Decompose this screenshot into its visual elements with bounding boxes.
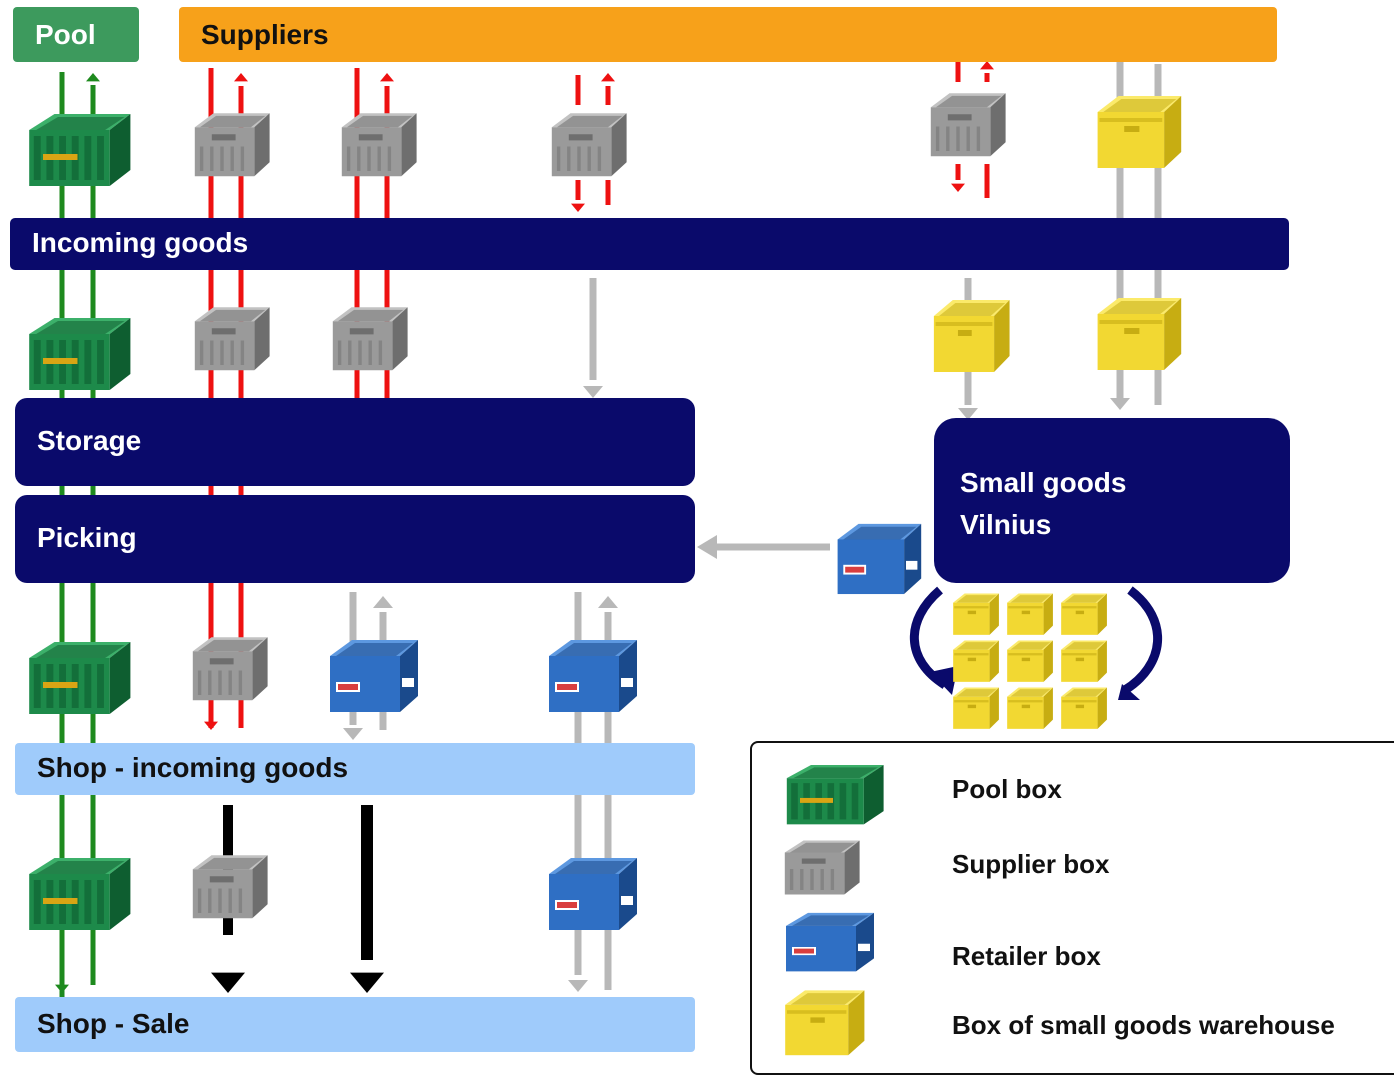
yellow-crate-icon (933, 300, 1010, 372)
storage-label: Storage (37, 425, 142, 456)
incoming-goods-band: Incoming goods (10, 218, 1289, 270)
green-crate-icon (786, 764, 884, 825)
blue-crate-icon (330, 640, 418, 712)
grey-crate-icon (341, 113, 417, 177)
arrow-head (583, 386, 603, 398)
arrow-head (980, 61, 994, 70)
arrow-head (373, 596, 393, 608)
rotation-arrow (909, 586, 948, 689)
picking-supply-arrow (697, 535, 717, 559)
shop-sale-label: Shop - Sale (37, 1008, 190, 1039)
arrow-head (951, 183, 965, 192)
blue-crate-icon (786, 912, 874, 972)
yellow-crate-icon (1097, 96, 1182, 168)
incoming-goods-label: Incoming goods (32, 227, 249, 258)
rotation-arrow (1122, 586, 1162, 694)
supplier-arrow-down (204, 721, 218, 730)
grey-crate-icon (784, 840, 860, 895)
yellow-crate-icon (785, 990, 865, 1056)
yellow-crate-icon (953, 687, 999, 729)
suppliers-band: Suppliers (179, 7, 1277, 62)
grey-crate-icon (192, 637, 268, 701)
pool-label: Pool (35, 19, 96, 50)
retailer-arrow-down (1110, 398, 1130, 410)
storage-band: Storage (15, 398, 695, 486)
blue-crate-icon (837, 523, 922, 595)
supplier-arrow-up (380, 73, 394, 82)
picking-band: Picking (15, 495, 695, 583)
yellow-crate-icon (1061, 593, 1107, 635)
picking-label: Picking (37, 522, 137, 553)
arrow-head (598, 596, 618, 608)
arrow-head (601, 73, 615, 82)
grey-crate-icon (930, 93, 1006, 157)
pool-arrow-up (86, 73, 100, 82)
rotation-arrow-head (1118, 684, 1140, 700)
legend-warehouse-box-label: Box of small goods warehouse (952, 1010, 1335, 1040)
sale-arrow-down (350, 972, 384, 993)
arrow-head (568, 980, 588, 992)
legend-retailer-box-label: Retailer box (952, 941, 1101, 971)
arrow-head (571, 203, 585, 212)
arrow-head (958, 408, 978, 420)
grey-crate-icon (192, 855, 268, 919)
grey-crate-icon (194, 307, 270, 371)
pool-band: Pool (13, 7, 139, 62)
arrow-head (343, 728, 363, 740)
grey-crate-icon (332, 307, 408, 371)
yellow-crate-icon (1007, 593, 1053, 635)
suppliers-label: Suppliers (201, 19, 329, 50)
yellow-crate-icon (953, 593, 999, 635)
rotation-arrow-head (930, 666, 958, 695)
sale-arrow-down (211, 972, 245, 993)
blue-crate-icon (549, 858, 637, 930)
yellow-crate-icon (953, 640, 999, 682)
yellow-crate-icon (1061, 640, 1107, 682)
grey-crate-icon (551, 113, 627, 177)
grey-crate-icon (194, 113, 270, 177)
small-goods-band: Small goods Vilnius (934, 418, 1290, 583)
legend-pool-box-label: Pool box (952, 774, 1062, 804)
supplier-arrow-up (234, 73, 248, 82)
green-crate-icon (29, 318, 131, 390)
green-crate-icon (29, 642, 131, 714)
yellow-crate-icon (1061, 687, 1107, 729)
legend-supplier-box-label: Supplier box (952, 849, 1110, 879)
pool-arrow-down (55, 984, 69, 993)
blue-crate-icon (549, 640, 637, 712)
small-goods-label-line1: Small goods (960, 467, 1127, 498)
shop-sale-band: Shop - Sale (15, 997, 695, 1052)
green-crate-icon (29, 858, 131, 930)
green-crate-icon (29, 114, 131, 186)
small-goods-label-line2: Vilnius (960, 509, 1052, 540)
shop-incoming-label: Shop - incoming goods (37, 752, 349, 783)
yellow-crate-icon (1007, 640, 1053, 682)
yellow-crate-icon (1007, 687, 1053, 729)
shop-incoming-band: Shop - incoming goods (15, 743, 695, 795)
yellow-crate-icon (1097, 298, 1182, 370)
